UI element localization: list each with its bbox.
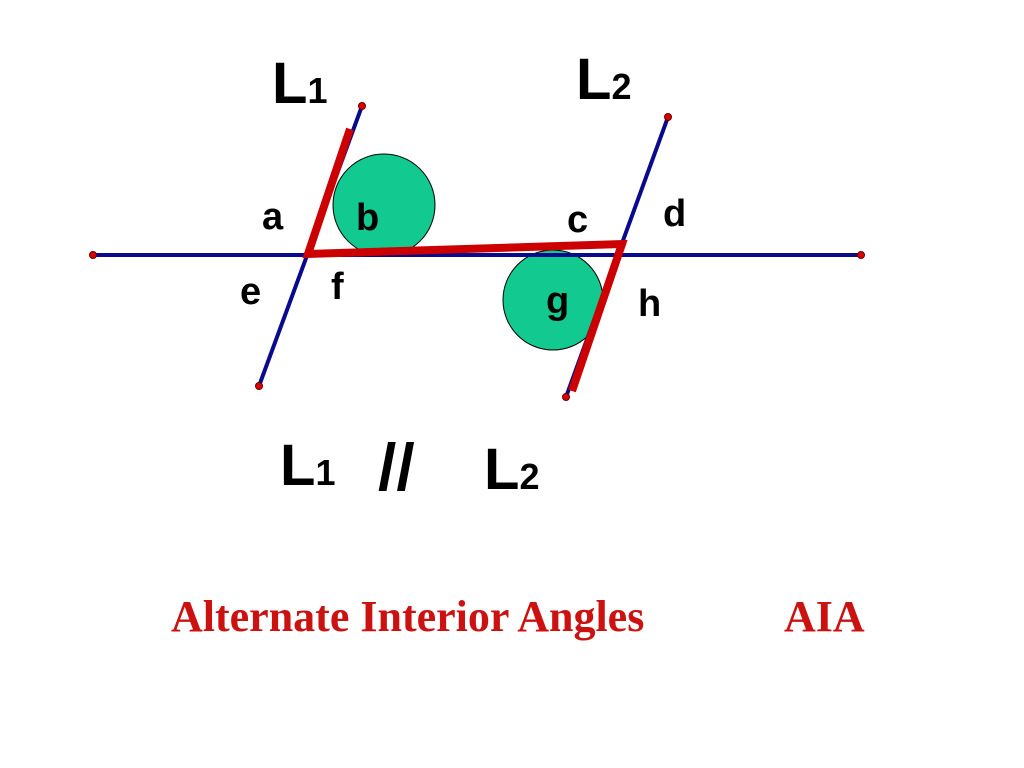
angle-label-g: g (546, 280, 569, 322)
label-l1: L1 (272, 51, 327, 116)
caption-title: Alternate Interior Angles (171, 592, 644, 641)
label-l2: L2 (576, 47, 631, 112)
parallel-left-label: L1 (280, 433, 335, 498)
angle-b-marker (332, 153, 436, 257)
caption-abbrev: AIA (784, 592, 865, 641)
endpoint-l1-top (358, 102, 366, 110)
endpoint-transversal-left (89, 251, 97, 259)
endpoint-l1-bottom (255, 382, 263, 390)
parallel-symbol: // (378, 430, 415, 504)
angle-label-f: f (331, 266, 344, 308)
endpoint-l2-top (664, 113, 672, 121)
alternate-angle-highlight (302, 127, 628, 393)
angle-label-c: c (567, 199, 588, 241)
parallel-right-label: L2 (484, 437, 539, 502)
angle-label-e: e (240, 271, 261, 313)
endpoint-transversal-right (857, 251, 865, 259)
angle-label-a: a (262, 196, 284, 238)
angle-label-h: h (638, 283, 661, 325)
angle-label-d: d (663, 193, 686, 235)
angle-label-b: b (356, 197, 379, 239)
endpoint-l2-bottom (562, 393, 570, 401)
